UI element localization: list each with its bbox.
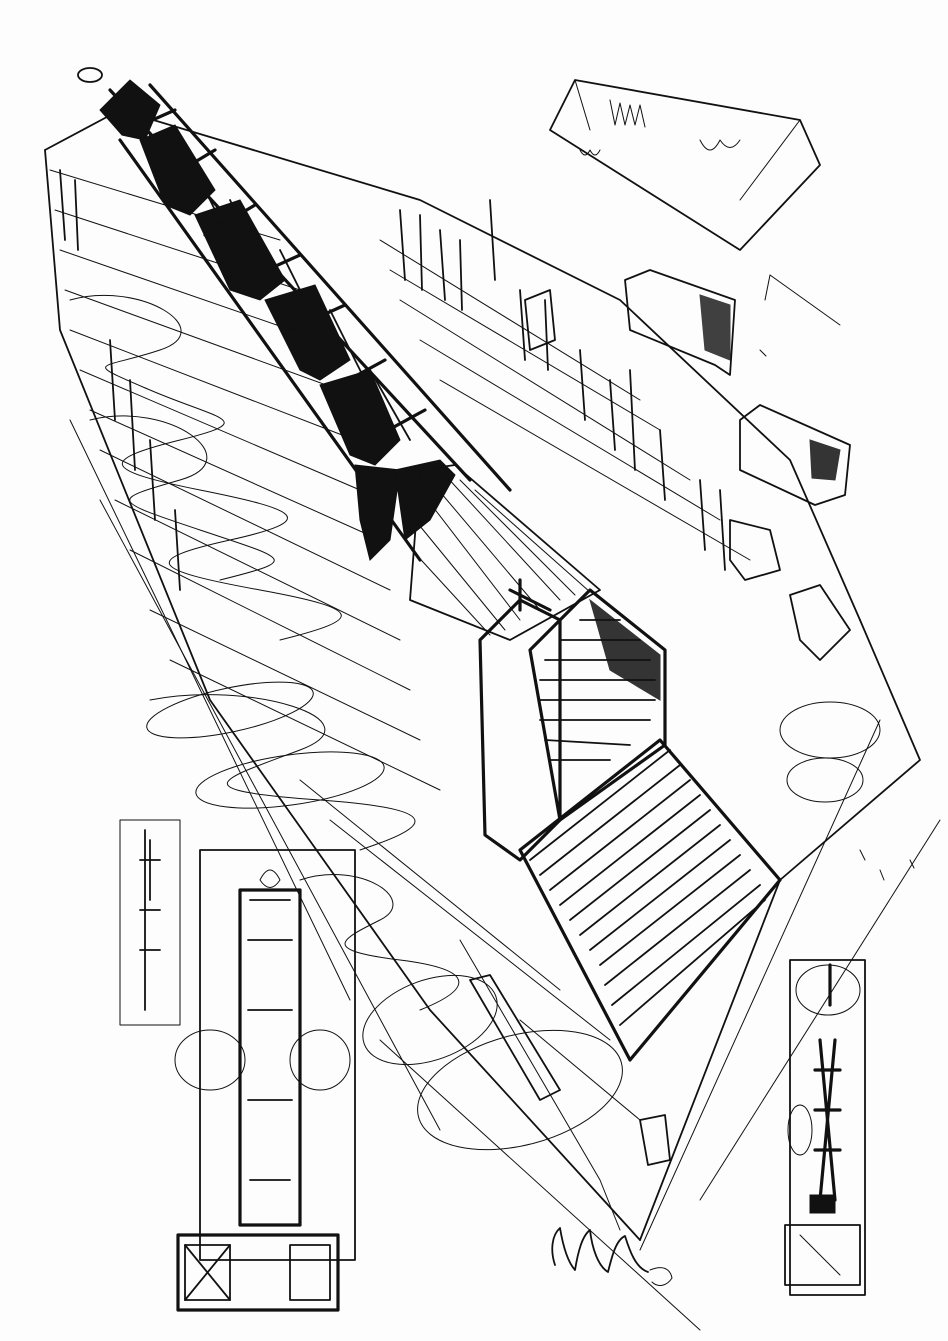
study-box-lower xyxy=(739,404,851,506)
dark-ramp xyxy=(518,738,782,1062)
study-box-middle xyxy=(624,269,841,376)
left-tower-study xyxy=(119,819,356,1312)
left-building-rows xyxy=(49,169,441,851)
landscape-scribbles xyxy=(299,701,881,1231)
ground-plane-outline xyxy=(44,109,941,1331)
signature xyxy=(551,1227,673,1286)
right-tower-study xyxy=(784,959,866,1296)
right-building-rows xyxy=(379,199,851,661)
middle-hatched-block xyxy=(409,464,601,641)
stray-marks xyxy=(759,349,915,881)
central-spine-building xyxy=(99,79,512,562)
corner-mark xyxy=(77,67,103,83)
signature-text: MN xyxy=(556,1228,656,1276)
study-box-top xyxy=(549,79,821,251)
gabled-hall xyxy=(478,578,667,862)
